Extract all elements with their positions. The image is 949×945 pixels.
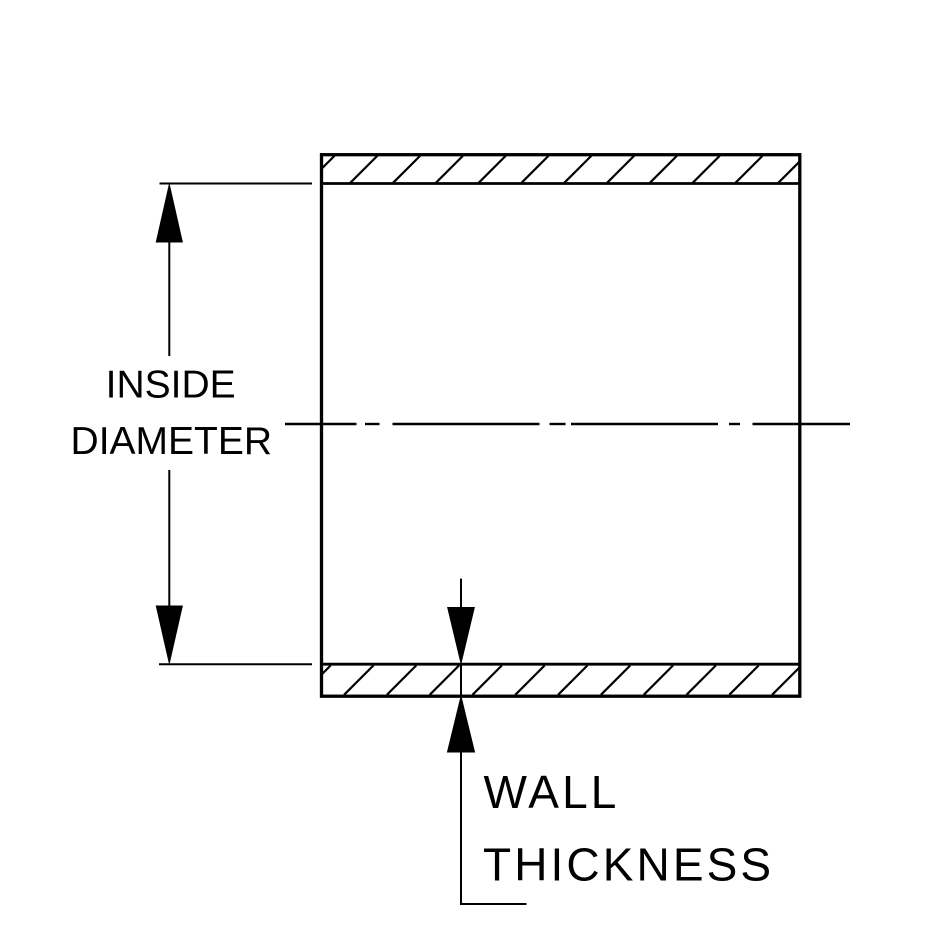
- svg-text:INSIDE: INSIDE: [106, 364, 236, 407]
- svg-text:DIAMETER: DIAMETER: [71, 420, 273, 463]
- svg-text:THICKNESS: THICKNESS: [483, 839, 774, 891]
- svg-text:WALL: WALL: [484, 766, 620, 818]
